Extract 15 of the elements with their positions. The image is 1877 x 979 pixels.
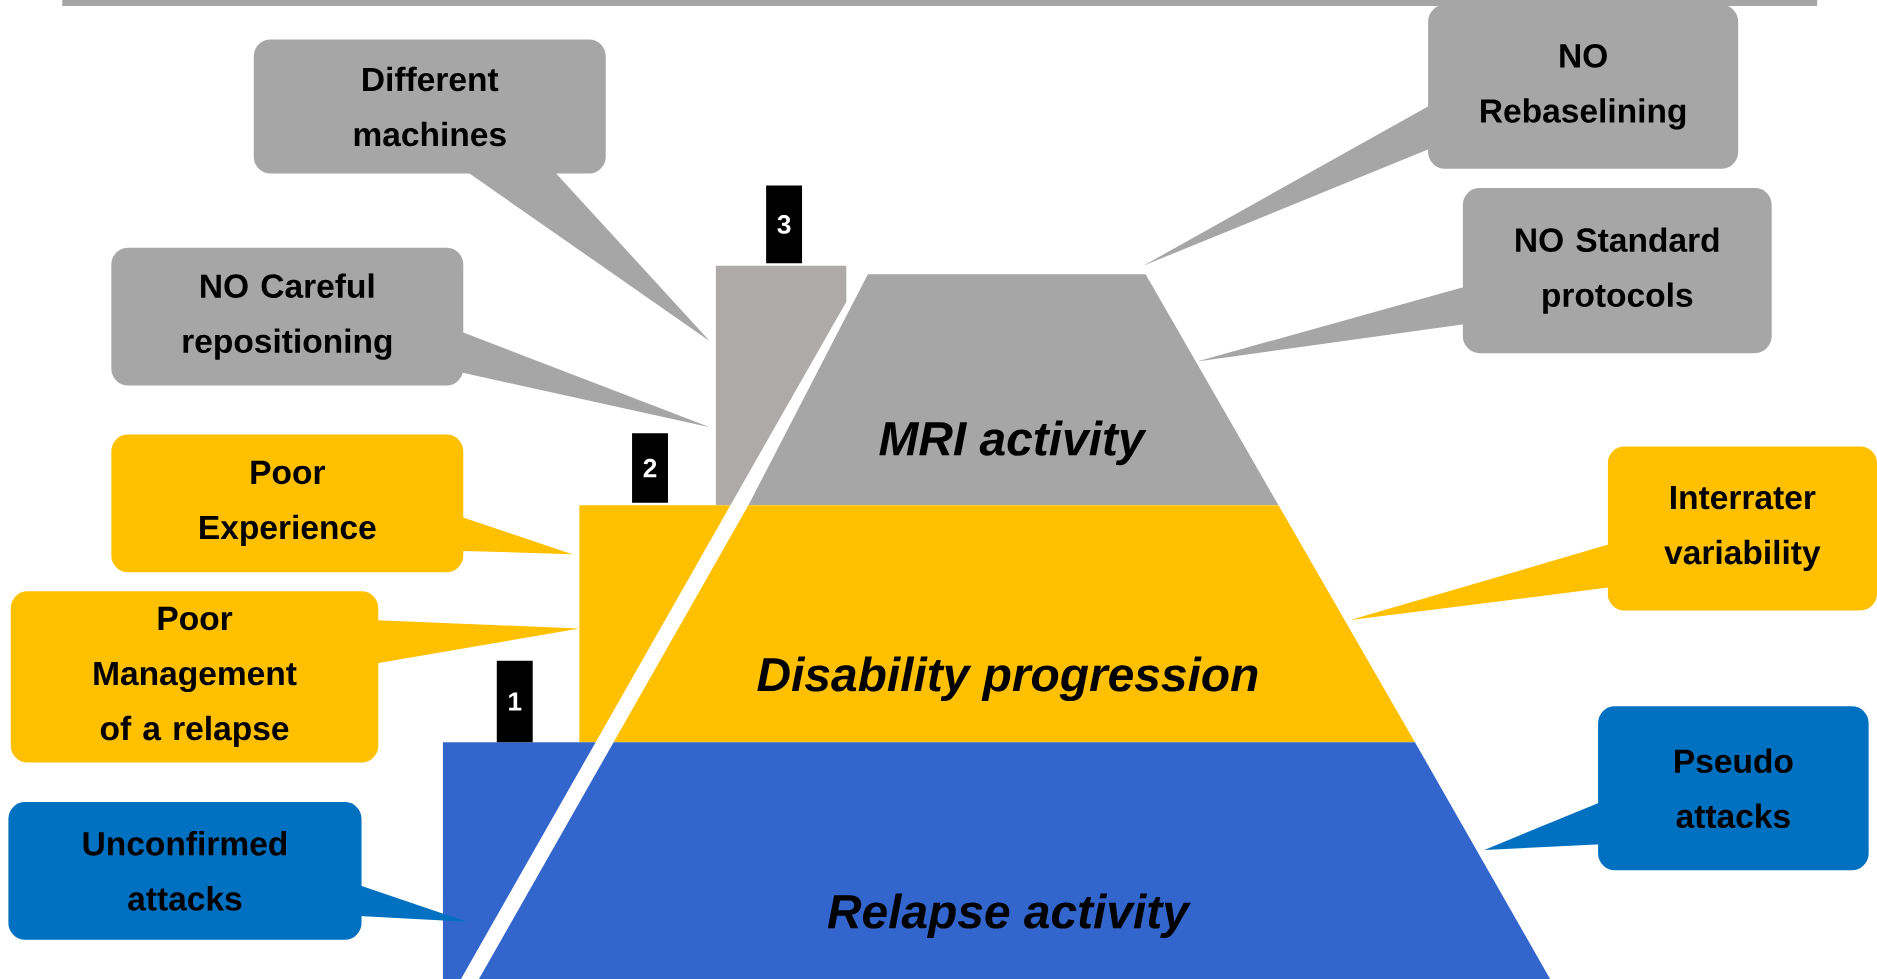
node-label: Disability progression	[757, 656, 1258, 701]
step-block	[579, 505, 731, 743]
pyramid-level: MRI activity	[748, 274, 1279, 506]
callout-bubble: NO Standard protocols	[1197, 187, 1772, 362]
step-number: 1	[496, 660, 533, 743]
node-label: Relapse activity	[827, 893, 1191, 938]
step-number: 2	[632, 433, 668, 503]
callout-bubble: Interrater variability	[1350, 446, 1877, 620]
step-number: 3	[766, 185, 803, 264]
callout-bubble: Poor Experience	[111, 434, 573, 573]
step-block	[442, 742, 596, 979]
step-block	[715, 265, 847, 506]
callout-bubble: NO Careful repositioning	[111, 247, 710, 428]
callout-bubble: Unconfirmed attacks	[8, 801, 467, 940]
callout-bubble: Pseudo attacks	[1484, 706, 1869, 871]
